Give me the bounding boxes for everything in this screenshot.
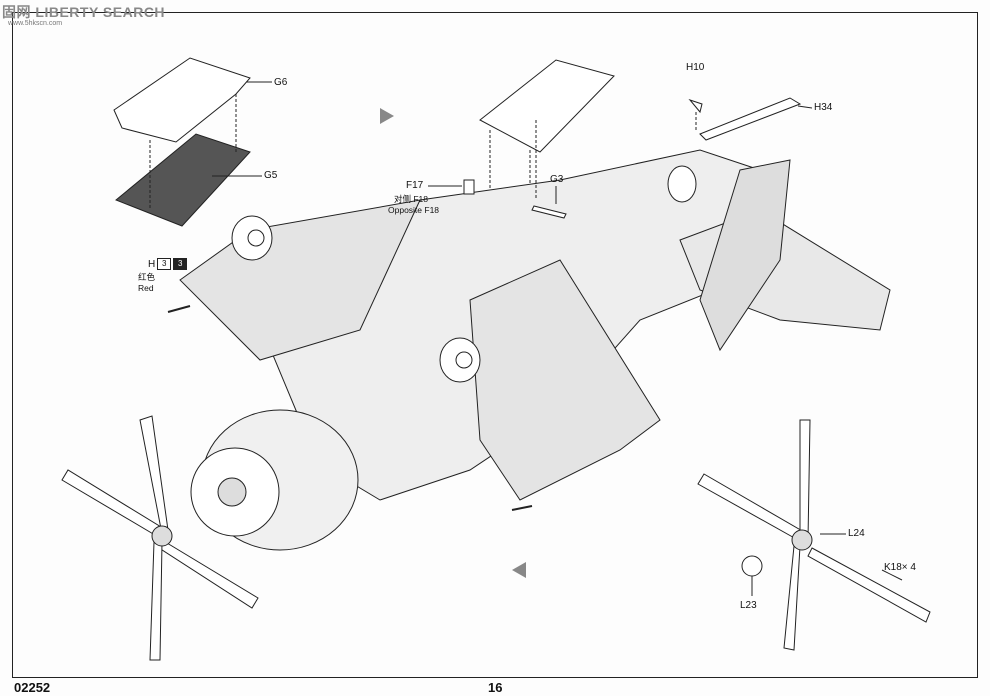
watermark-logo-text: 固网 — [2, 4, 31, 20]
cockpit-seat — [667, 165, 697, 203]
paint-box-black: 3 — [173, 258, 188, 270]
watermark-text: LIBERTY SEARCH — [35, 4, 166, 20]
product-code: 02252 — [14, 680, 51, 695]
propeller-right — [697, 419, 931, 651]
label-k18-qty: × 4 — [901, 562, 916, 573]
label-h10: H10 — [686, 62, 705, 73]
label-h34: H34 — [814, 102, 833, 113]
step-number: 16 — [488, 680, 503, 695]
part-upper-panel — [479, 59, 615, 153]
label-f18-cn: 对侧 F18 — [394, 194, 429, 204]
landing-wheel-right — [439, 337, 481, 383]
part-l23 — [741, 555, 763, 577]
part-f17 — [463, 179, 475, 195]
tail-fin — [699, 159, 791, 352]
part-g6-panel — [113, 57, 251, 143]
landing-wheel-left — [231, 215, 273, 261]
paint-name-en: Red — [138, 283, 154, 293]
propeller-left — [61, 415, 259, 661]
label-g6: G6 — [274, 77, 288, 88]
paint-name-cn: 红色 — [138, 272, 156, 282]
label-f17: F17 — [406, 180, 424, 191]
label-g3: G3 — [550, 174, 564, 185]
label-k18-part: K18 — [884, 562, 902, 573]
page-border — [12, 12, 978, 678]
direction-arrow-top — [380, 108, 394, 124]
wing-right — [469, 259, 661, 501]
part-h34 — [699, 97, 802, 141]
watermark-site: www.5hkscn.com — [8, 20, 63, 27]
label-l24: L24 — [848, 528, 865, 539]
label-k18: K18× 4 — [884, 562, 916, 573]
watermark-logo: 固网 LIBERTY SEARCH — [2, 2, 165, 22]
paint-box-white: 3 — [157, 258, 172, 270]
part-k18-blade — [807, 547, 931, 623]
paint-letter: H — [148, 258, 156, 270]
label-f18-en: Opposite F18 — [388, 205, 440, 215]
label-g5: G5 — [264, 170, 278, 181]
label-l23: L23 — [740, 600, 757, 611]
part-h10 — [688, 98, 703, 114]
part-g3 — [531, 205, 567, 219]
direction-arrow-bottom — [512, 562, 526, 578]
part-g5-panel — [115, 133, 251, 227]
paint-callout: H 3 3 — [148, 258, 188, 270]
